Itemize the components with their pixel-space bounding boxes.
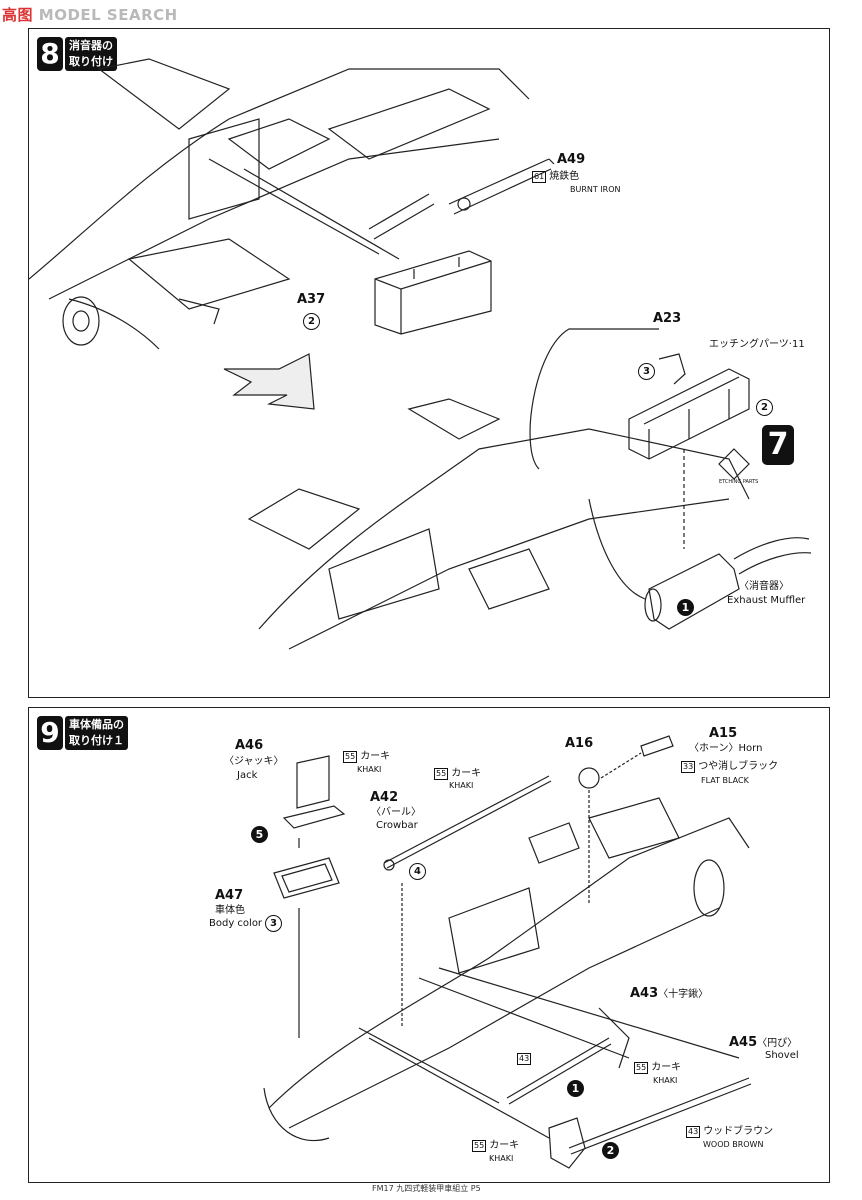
a23-badge: 3 (638, 363, 655, 380)
a47-jp: 車体色 (215, 905, 245, 916)
step-number: 9 (37, 716, 63, 750)
step-number: 8 (37, 37, 63, 71)
part-a47-label: A47 (215, 888, 244, 903)
step-title: 消音器の取り付け (65, 37, 117, 71)
part-a15-label: A15 (709, 726, 738, 741)
etching-badge: 2 (756, 399, 773, 416)
a42-jp: 〈バール〉 (371, 807, 421, 818)
step-8-drawing (29, 58, 812, 650)
a45-khaki-en: KHAKI (489, 1154, 514, 1163)
a42-badge: 4 (409, 863, 426, 880)
muffler-en: Exhaust Muffler (727, 595, 806, 606)
a42-en: Crowbar (376, 820, 418, 831)
muffler-jp: 〈消音器〉 (739, 581, 789, 592)
a45-color-en: WOOD BROWN (703, 1140, 764, 1149)
part-a46-label: A46 (235, 738, 264, 753)
part-a49-label: A49 (557, 152, 586, 167)
a46-color-en: KHAKI (357, 765, 382, 774)
a43-color-en: KHAKI (653, 1076, 678, 1085)
muffler-badge: 1 (677, 599, 694, 616)
page-footer: FM17 九四式軽装甲車組立 P5 (372, 1184, 481, 1193)
step-8-panel: 8 消音器の取り付け (28, 28, 830, 698)
part-a42-label: A42 (370, 790, 399, 805)
a15-jp: 〈ホーン〉Horn (689, 743, 763, 754)
watermark: 高图 MODEL SEARCH (2, 6, 178, 24)
step-9-drawing (263, 735, 752, 1169)
ref-step-7: 7 (762, 425, 794, 465)
a45-badge: 2 (602, 1142, 619, 1159)
a42-color-en: KHAKI (449, 781, 474, 790)
a43-badge: 1 (567, 1080, 584, 1097)
a49-color-en: BURNT IRON (570, 185, 621, 194)
a47-en: Body color (209, 918, 263, 929)
step-title: 車体備品の取り付け１ (65, 716, 128, 750)
a37-badge: 2 (303, 313, 320, 330)
part-a23-label: A23 (653, 311, 682, 326)
a47-badge: 3 (265, 915, 282, 932)
step-9-panel: 9 車体備品の取り付け１ (28, 707, 830, 1183)
etching-tag: ETCHING PARTS (719, 479, 759, 485)
part-a45-label: A45〈円ぴ〉 (729, 1035, 798, 1050)
a46-badge: 5 (251, 826, 268, 843)
etching-parts-label: エッチングパーツ·11 (709, 339, 805, 350)
part-a43-label: A43〈十字鍬〉 (630, 986, 709, 1001)
part-a16-label: A16 (565, 736, 594, 751)
part-a37-label: A37 (297, 292, 326, 307)
a46-en: Jack (237, 770, 258, 781)
a15-color-en: FLAT BLACK (701, 776, 749, 785)
a43-sq: 43 (517, 1053, 532, 1065)
a46-jp: 〈ジャッキ〉 (224, 756, 284, 767)
a45-en: Shovel (765, 1050, 799, 1061)
